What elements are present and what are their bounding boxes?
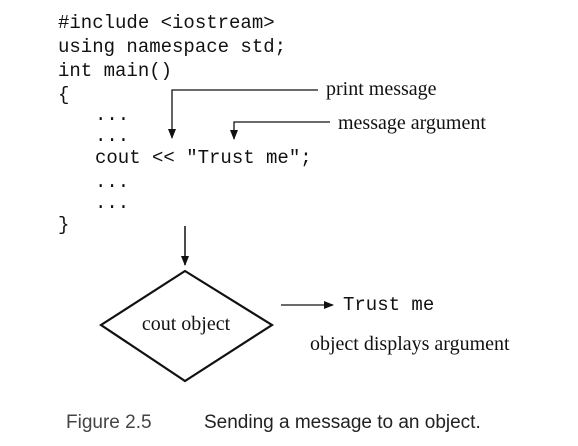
code-line-using: using namespace std;	[58, 36, 286, 58]
print-message-arrow	[168, 89, 318, 139]
message-argument-annotation: message argument	[230, 112, 486, 140]
code-line-ellipsis-4: ...	[95, 192, 129, 214]
code-listing: #include <iostream> using namespace std;…	[58, 12, 312, 236]
code-line-cout: cout << "Trust me";	[95, 147, 312, 169]
cout-object-label: cout object	[142, 313, 231, 335]
message-argument-label: message argument	[338, 112, 486, 134]
code-line-close-brace: }	[58, 214, 69, 236]
code-line-open-brace: {	[58, 84, 69, 106]
figure-caption: Figure 2.5 Sending a message to an objec…	[66, 412, 481, 433]
print-message-annotation: print message	[168, 78, 437, 139]
code-line-ellipsis-1: ...	[95, 104, 129, 126]
output-text: Trust me	[343, 294, 434, 316]
message-argument-arrow	[230, 121, 330, 140]
print-message-label: print message	[326, 78, 437, 100]
code-line-ellipsis-2: ...	[95, 125, 129, 147]
code-line-include: #include <iostream>	[58, 12, 275, 34]
figure-caption-text: Sending a message to an object.	[204, 412, 481, 433]
diamond-shape	[98, 269, 275, 383]
figure-number: Figure 2.5	[66, 412, 152, 433]
code-line-main: int main()	[58, 60, 172, 82]
object-displays-caption: object displays argument	[310, 333, 510, 355]
cout-object-diamond: cout object	[98, 269, 275, 383]
code-line-ellipsis-3: ...	[95, 171, 129, 193]
